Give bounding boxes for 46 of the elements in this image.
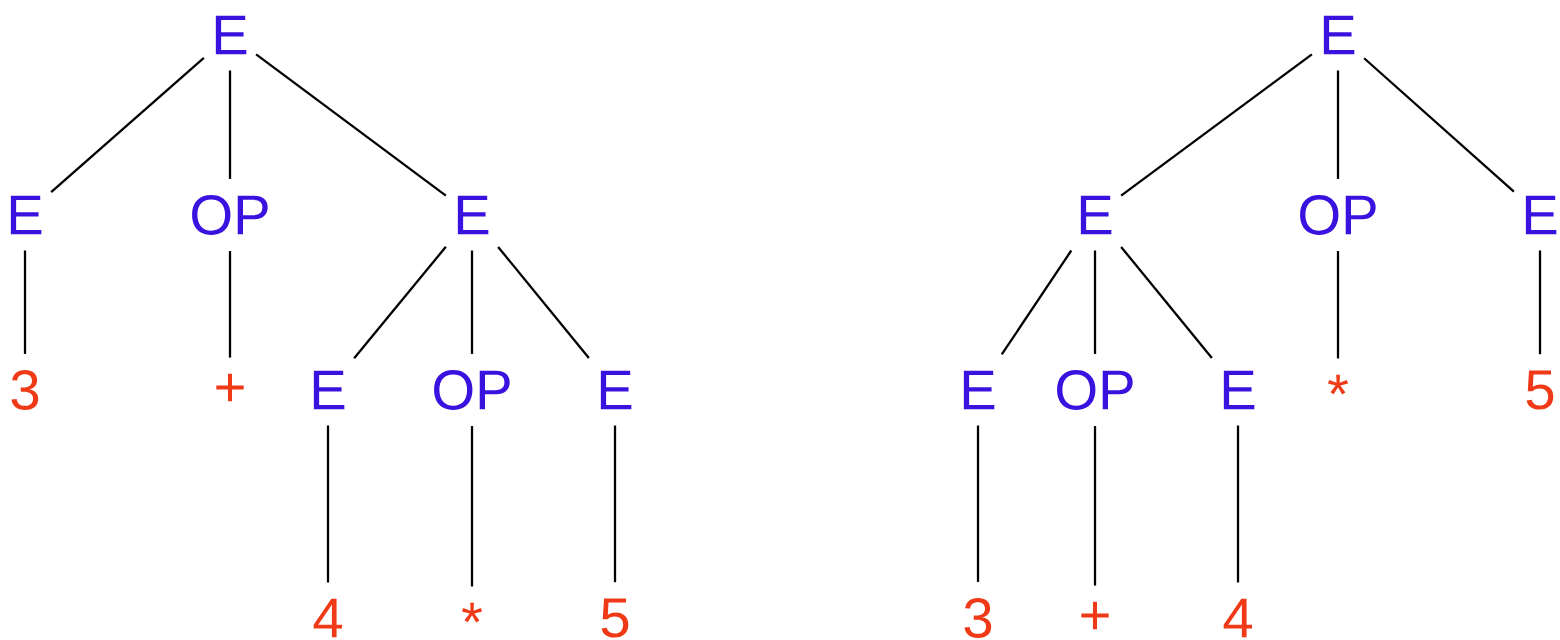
terminal-label: 5 bbox=[601, 598, 629, 638]
terminal-label: 4 bbox=[1223, 598, 1252, 638]
nonterminal-label: OP bbox=[1057, 370, 1133, 410]
tree-edge bbox=[613, 425, 617, 583]
nonterminal-label: E bbox=[1525, 195, 1557, 235]
terminal-label: * bbox=[1328, 374, 1349, 395]
tree-edge bbox=[1093, 426, 1097, 586]
tree-edge bbox=[353, 246, 447, 359]
nonterminal-label: E bbox=[10, 195, 42, 235]
terminal-label: 5 bbox=[1526, 370, 1554, 410]
terminal-label: + bbox=[216, 373, 244, 402]
tree-edge bbox=[50, 57, 205, 193]
tree-edge bbox=[1093, 250, 1097, 354]
tree-edge bbox=[255, 53, 447, 197]
tree-edge bbox=[228, 70, 232, 179]
tree-edge bbox=[228, 251, 232, 358]
tree-edge bbox=[1538, 250, 1542, 355]
tree-edge bbox=[470, 250, 474, 354]
tree-edge bbox=[23, 250, 27, 354]
tree-edge bbox=[470, 426, 474, 587]
tree-edge bbox=[1336, 251, 1340, 359]
tree-edge bbox=[1000, 249, 1073, 356]
tree-edge bbox=[497, 246, 590, 359]
tree-edge bbox=[1336, 70, 1340, 179]
terminal-label: 4 bbox=[313, 598, 342, 638]
nonterminal-label: E bbox=[313, 370, 345, 410]
tree-edge bbox=[1236, 425, 1240, 583]
nonterminal-label: OP bbox=[192, 195, 268, 235]
tree-edge bbox=[1363, 57, 1515, 193]
nonterminal-label: E bbox=[457, 195, 489, 235]
tree-edge bbox=[326, 425, 330, 583]
nonterminal-label: E bbox=[1323, 15, 1355, 55]
terminal-label: + bbox=[1081, 601, 1109, 630]
tree-edge bbox=[976, 425, 980, 582]
nonterminal-label: E bbox=[1080, 195, 1112, 235]
nonterminal-label: E bbox=[600, 370, 632, 410]
terminal-label: * bbox=[462, 602, 483, 623]
terminal-label: 3 bbox=[964, 598, 992, 638]
nonterminal-label: E bbox=[215, 15, 247, 55]
nonterminal-label: OP bbox=[1300, 195, 1376, 235]
terminal-label: 3 bbox=[11, 370, 39, 410]
tree-edge bbox=[1120, 53, 1313, 197]
nonterminal-label: E bbox=[1223, 370, 1255, 410]
nonterminal-label: E bbox=[963, 370, 995, 410]
tree-edge bbox=[1120, 246, 1213, 359]
nonterminal-label: OP bbox=[434, 370, 510, 410]
